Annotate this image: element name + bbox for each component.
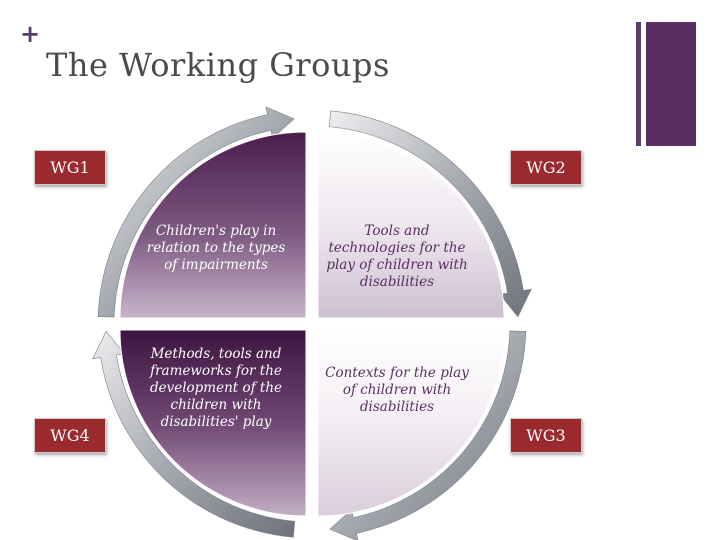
accent-bar-thin <box>636 22 641 146</box>
quadrant-wg3 <box>317 329 505 517</box>
wg3-description: Contexts for the play of children with d… <box>325 365 469 415</box>
quadrant-wg4 <box>119 329 307 517</box>
wg4-description: Methods, tools and frameworks for the de… <box>149 346 283 430</box>
cycle-arrow-3 <box>329 330 527 540</box>
wg2-description: Tools and technologies for the play of c… <box>326 223 468 290</box>
cycle-arrow-2 <box>328 110 532 318</box>
wg4-label: WG4 <box>34 418 106 453</box>
wg1-label: WG1 <box>34 150 106 185</box>
wg2-label: WG2 <box>510 150 582 185</box>
wg1-description: Children's play in relation to the types… <box>146 223 286 273</box>
slide-title: The Working Groups <box>46 46 390 84</box>
wg3-label: WG3 <box>510 418 582 453</box>
cycle-arrow-4 <box>92 330 296 538</box>
quadrant-wg2 <box>317 131 505 319</box>
accent-bar-wide <box>646 22 696 146</box>
plus-marker: + <box>20 20 41 48</box>
cycle-arrow-1 <box>97 106 295 318</box>
quadrant-wg1 <box>119 131 307 319</box>
